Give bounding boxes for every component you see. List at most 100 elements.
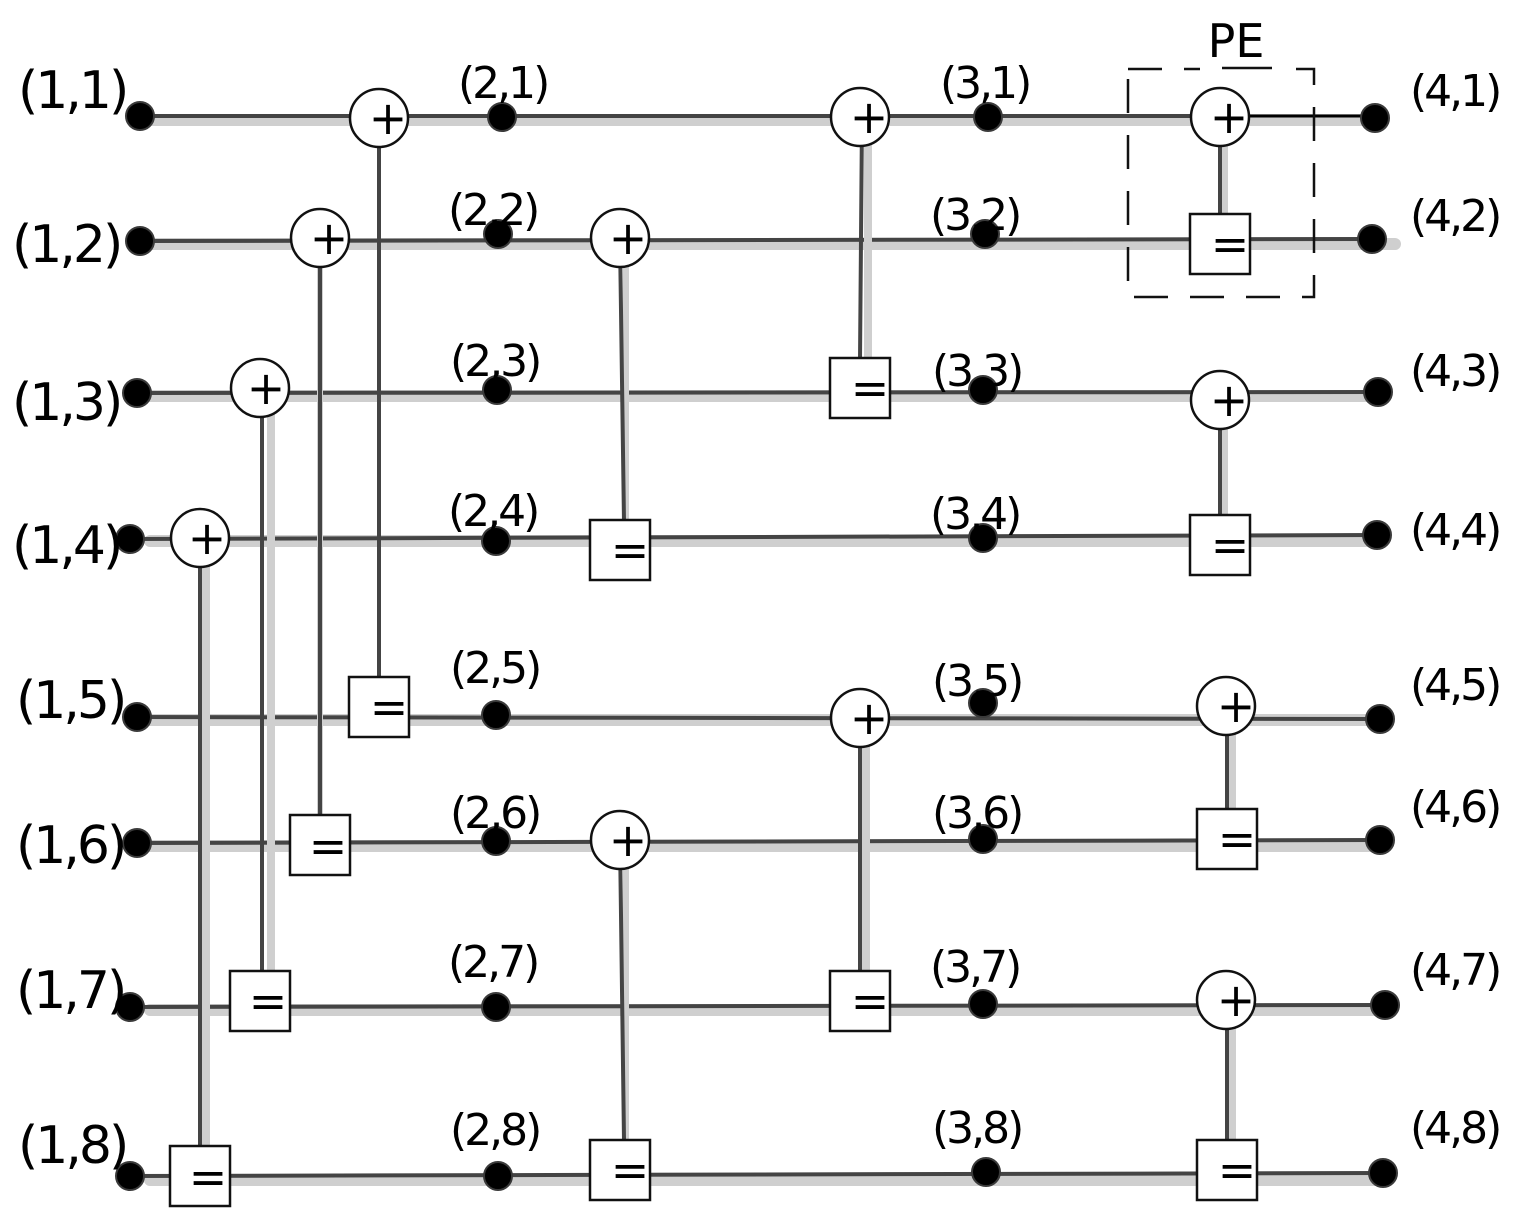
- node-label: (1,7): [16, 961, 124, 1021]
- node-label: (1,4): [12, 516, 120, 576]
- add-operators: + + + + + + + +: [169, 86, 1257, 1031]
- node-1-6: [122, 828, 152, 858]
- connector-2-4: [618, 238, 626, 524]
- equal-operator-icon: =: [1195, 807, 1259, 871]
- equal-operator-icon: =: [228, 969, 292, 1033]
- add-operator-icon: +: [1195, 969, 1257, 1031]
- labels-column-3: (3,1) (3,2) (3,3) (3,4) (3,5) (3,6) (3,7…: [930, 58, 1032, 1154]
- connector-6-8: [618, 838, 626, 1142]
- equal-operator-icon: =: [288, 813, 352, 877]
- node-1-2: [125, 226, 155, 256]
- svg-text:=: =: [851, 974, 890, 1028]
- node-2-3: [482, 375, 512, 405]
- node-label: (1,3): [12, 373, 120, 433]
- node-4-3: [1363, 377, 1393, 407]
- equal-operator-icon: =: [828, 356, 892, 420]
- node-label: (4,8): [1410, 1103, 1499, 1154]
- connector-1-3: [858, 116, 864, 362]
- equal-operator-icon: =: [168, 1144, 232, 1208]
- node-4-7: [1370, 990, 1400, 1020]
- node-3-4: [968, 523, 998, 553]
- add-operator-icon: +: [348, 87, 410, 149]
- svg-text:=: =: [611, 523, 650, 577]
- add-operator-icon: +: [829, 687, 891, 749]
- svg-text:+: +: [369, 91, 408, 145]
- svg-text:+: +: [188, 511, 227, 565]
- node-label: (2,3): [450, 336, 539, 387]
- equal-operator-icon: =: [1195, 1138, 1259, 1202]
- node-label: (2,8): [450, 1105, 539, 1156]
- svg-text:=: =: [851, 361, 890, 415]
- node-1-3: [122, 378, 152, 408]
- node-3-1: [973, 102, 1003, 132]
- node-4-5: [1365, 704, 1395, 734]
- add-operator-icon: +: [169, 507, 231, 569]
- node-label: (2,4): [448, 486, 537, 537]
- node-label: (1,5): [16, 671, 124, 731]
- node-label: (2,7): [448, 937, 537, 988]
- add-operator-icon: +: [589, 207, 651, 269]
- node-label: (4,1): [1410, 66, 1499, 117]
- node-2-1: [487, 102, 517, 132]
- node-3-5: [968, 688, 998, 718]
- add-operator-icon: +: [1189, 369, 1251, 431]
- node-label: (3,8): [932, 1103, 1021, 1154]
- equal-operator-icon: =: [588, 1138, 652, 1202]
- node-3-2: [970, 219, 1000, 249]
- node-1-7: [115, 992, 145, 1022]
- node-label: (2,1): [458, 58, 547, 109]
- node-4-2: [1357, 224, 1387, 254]
- svg-text:+: +: [609, 211, 648, 265]
- node-2-8: [483, 1161, 513, 1191]
- labels-column-2: (2,1) (2,2) (2,3) (2,4) (2,5) (2,6) (2,7…: [448, 58, 550, 1156]
- node-3-7: [968, 989, 998, 1019]
- svg-text:+: +: [1217, 973, 1256, 1027]
- node-label: (4,2): [1410, 191, 1499, 242]
- equal-operators: = = = = = = = =: [168, 212, 1259, 1208]
- svg-text:+: +: [1210, 90, 1249, 144]
- node-label: (3,3): [932, 346, 1021, 397]
- labels-column-4: (4,1) (4,2) (4,3) (4,4) (4,5) (4,6) (4,7…: [1410, 66, 1502, 1154]
- add-operator-icon: +: [829, 86, 891, 148]
- equal-operator-icon: =: [1188, 212, 1252, 276]
- svg-text:+: +: [1217, 679, 1256, 733]
- node-4-1: [1360, 103, 1390, 133]
- node-3-6: [968, 824, 998, 854]
- node-label: (4,6): [1410, 782, 1499, 833]
- pe-label: PE: [1208, 14, 1265, 68]
- add-operator-icon: +: [1189, 86, 1251, 148]
- node-2-4: [481, 526, 511, 556]
- add-operator-icon: +: [289, 207, 351, 269]
- node-label: (1,2): [12, 215, 120, 275]
- svg-text:+: +: [609, 813, 648, 867]
- node-1-4: [115, 524, 145, 554]
- node-4-8: [1368, 1158, 1398, 1188]
- node-label: (4,5): [1410, 660, 1499, 711]
- svg-text:=: =: [249, 974, 288, 1028]
- svg-text:=: =: [1218, 812, 1257, 866]
- pe-box: [1126, 67, 1316, 299]
- node-2-7: [481, 992, 511, 1022]
- node-label: (4,4): [1410, 505, 1499, 556]
- equal-operator-icon: =: [588, 518, 652, 582]
- svg-text:+: +: [310, 211, 349, 265]
- node-label: (3,6): [932, 788, 1021, 839]
- equal-operator-icon: =: [828, 969, 892, 1033]
- node-2-5: [481, 700, 511, 730]
- node-label: (2,5): [450, 643, 539, 694]
- svg-text:=: =: [1218, 1143, 1257, 1197]
- node-label: (3,2): [930, 190, 1019, 241]
- node-label: (4,7): [1410, 945, 1499, 996]
- svg-text:=: =: [309, 819, 348, 873]
- node-3-8: [971, 1157, 1001, 1187]
- add-operator-icon: +: [229, 357, 291, 419]
- svg-text:+: +: [850, 90, 889, 144]
- svg-text:+: +: [247, 361, 286, 415]
- add-operator-icon: +: [1195, 675, 1257, 737]
- node-1-5: [122, 702, 152, 732]
- add-operator-icon: +: [589, 809, 651, 871]
- node-1-8: [115, 1161, 145, 1191]
- node-label: (1,8): [18, 1116, 126, 1176]
- node-label: (3,5): [932, 656, 1021, 707]
